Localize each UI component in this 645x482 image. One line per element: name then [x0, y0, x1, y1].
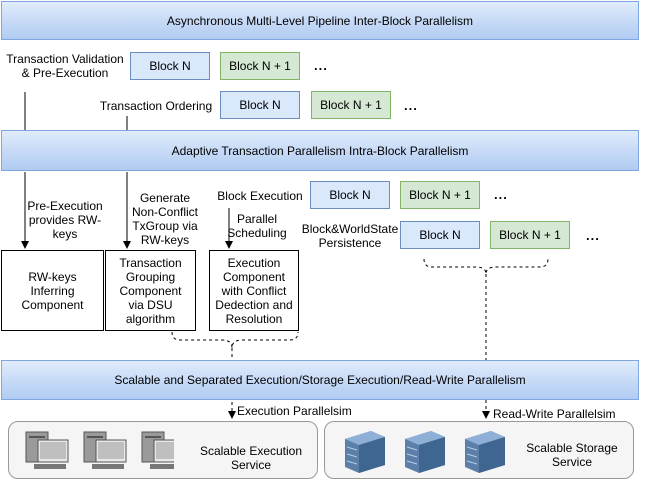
block-label: Block N: [239, 98, 281, 112]
grouping-component: Transaction Grouping Component via DSU a…: [105, 250, 196, 331]
rw-parallelism-label: Read-Write Parallelsim: [493, 407, 616, 421]
banner-intra-block-text: Adaptive Transaction Parallelism Intra-B…: [171, 143, 469, 158]
stage-persistence-label: Block&WorldState Persistence: [301, 222, 399, 250]
banner-inter-block-text: Asynchronous Multi-Level Pipeline Inter-…: [166, 13, 474, 28]
rw-keys-component: RW-keys Inferring Component: [1, 250, 104, 331]
block-label: Block N + 1: [499, 228, 561, 242]
storage-server-icon: [465, 431, 505, 473]
edge-label-parallel: Parallel Scheduling: [227, 212, 287, 240]
edge-label-pre-execution: Pre-Execution provides RW- keys: [27, 199, 103, 241]
ellipsis-validation: ...: [314, 58, 328, 73]
block-n-validation: Block N: [130, 52, 210, 80]
storage-service-label: Scalable Storage Service: [526, 441, 618, 469]
persistence-brace: [423, 258, 549, 275]
banner-intra-block: Adaptive Transaction Parallelism Intra-B…: [1, 130, 639, 171]
computer-icon: [141, 431, 174, 469]
block-label: Block N: [419, 228, 461, 242]
execution-service-box: Scalable Execution Service: [8, 421, 318, 479]
storage-server-icon: [405, 431, 445, 473]
stage-execution-label: Block Execution: [217, 189, 303, 203]
exec-parallelism-label: Execution Parallelsim: [237, 404, 352, 418]
computer-icon: [25, 431, 69, 469]
storage-service-box: Scalable Storage Service: [324, 421, 634, 479]
block-n1-execution: Block N + 1: [400, 181, 480, 209]
ellipsis-execution: ...: [494, 187, 508, 202]
block-label: Block N: [329, 188, 371, 202]
block-label: Block N + 1: [320, 98, 382, 112]
block-n1-persistence: Block N + 1: [490, 221, 570, 249]
ellipsis-ordering: ...: [404, 98, 418, 113]
block-n-persistence: Block N: [400, 221, 480, 249]
block-n-execution: Block N: [310, 181, 390, 209]
stage-ordering-label: Transaction Ordering: [99, 99, 213, 113]
stage-validation-label: Transaction Validation & Pre-Execution: [6, 52, 124, 80]
components-brace: [171, 331, 299, 349]
grouping-component-text: Transaction Grouping Component via DSU a…: [119, 255, 182, 326]
computer-icons: [25, 431, 174, 469]
execution-component: Execution Component with Conflict Dedect…: [209, 250, 299, 331]
block-label: Block N + 1: [409, 188, 471, 202]
block-label: Block N: [149, 59, 191, 73]
banner-scalable-text: Scalable and Separated Execution/Storage…: [114, 373, 526, 387]
block-n1-ordering: Block N + 1: [311, 91, 391, 119]
rw-keys-component-text: RW-keys Inferring Component: [21, 269, 84, 312]
execution-service-label: Scalable Execution Service: [199, 444, 303, 472]
block-n-ordering: Block N: [220, 91, 300, 119]
storage-icons: [345, 431, 505, 473]
block-n1-validation: Block N + 1: [220, 52, 300, 80]
storage-server-icon: [345, 431, 385, 473]
block-label: Block N + 1: [229, 59, 291, 73]
computer-icon: [83, 431, 127, 469]
execution-component-text: Execution Component with Conflict Dedect…: [215, 255, 293, 326]
banner-inter-block: Asynchronous Multi-Level Pipeline Inter-…: [1, 1, 639, 40]
edge-label-generate: Generate Non-Conflict TxGroup via RW-key…: [131, 191, 199, 247]
ellipsis-persistence: ...: [586, 228, 600, 243]
banner-scalable: Scalable and Separated Execution/Storage…: [1, 360, 639, 400]
